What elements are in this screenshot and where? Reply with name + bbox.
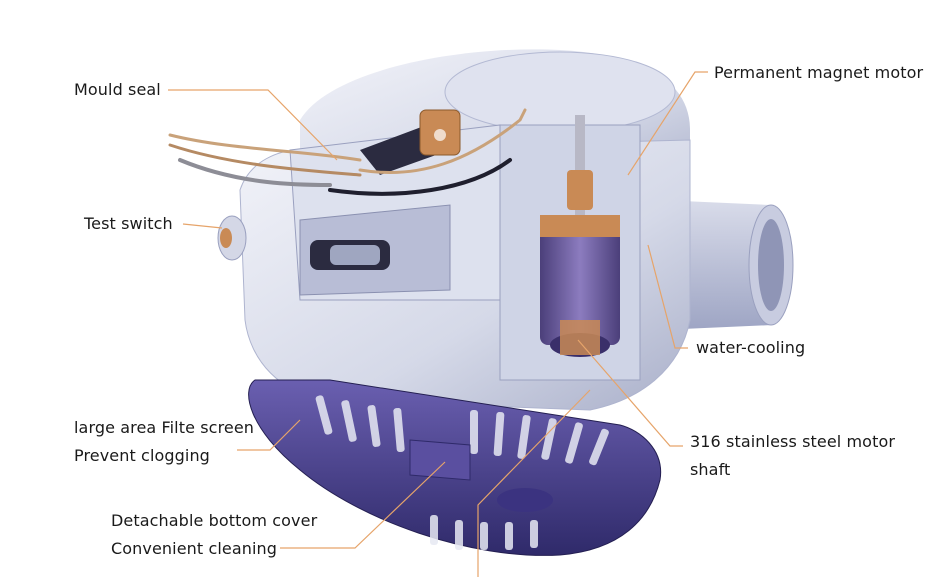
label-convenient-cleaning: Convenient cleaning <box>111 539 278 558</box>
label-test-switch: Test switch <box>84 214 173 233</box>
leader-filter-screen <box>237 419 301 451</box>
leader-mould-seal <box>168 89 338 161</box>
label-motor-shaft: 316 stainless steel motor <box>690 432 896 451</box>
leader-lines <box>168 71 708 577</box>
pump-housing <box>239 124 691 411</box>
label-permanent-magnet-motor: Permanent magnet motor <box>714 63 924 82</box>
leader-permanent-magnet-motor <box>627 71 708 176</box>
float-switch-mechanism <box>310 109 461 270</box>
leader-motor-shaft <box>577 339 683 447</box>
label-motor-shaft-cont: shaft <box>690 460 731 479</box>
label-prevent-clogging: Prevent clogging <box>74 446 210 465</box>
permanent-magnet-motor <box>540 115 620 357</box>
label-bottom-cover: Detachable bottom cover <box>111 511 318 530</box>
label-water-cooling: water-cooling <box>696 338 806 357</box>
leader-bottom-drop <box>477 389 591 577</box>
leader-bottom-cover <box>280 461 446 549</box>
power-wires <box>168 108 527 196</box>
leader-test-switch <box>182 223 223 229</box>
label-filter-screen: large area Filte screen <box>74 418 255 437</box>
label-mould-seal: Mould seal <box>74 80 161 99</box>
leader-water-cooling <box>647 244 688 349</box>
test-switch-nub <box>217 215 247 261</box>
